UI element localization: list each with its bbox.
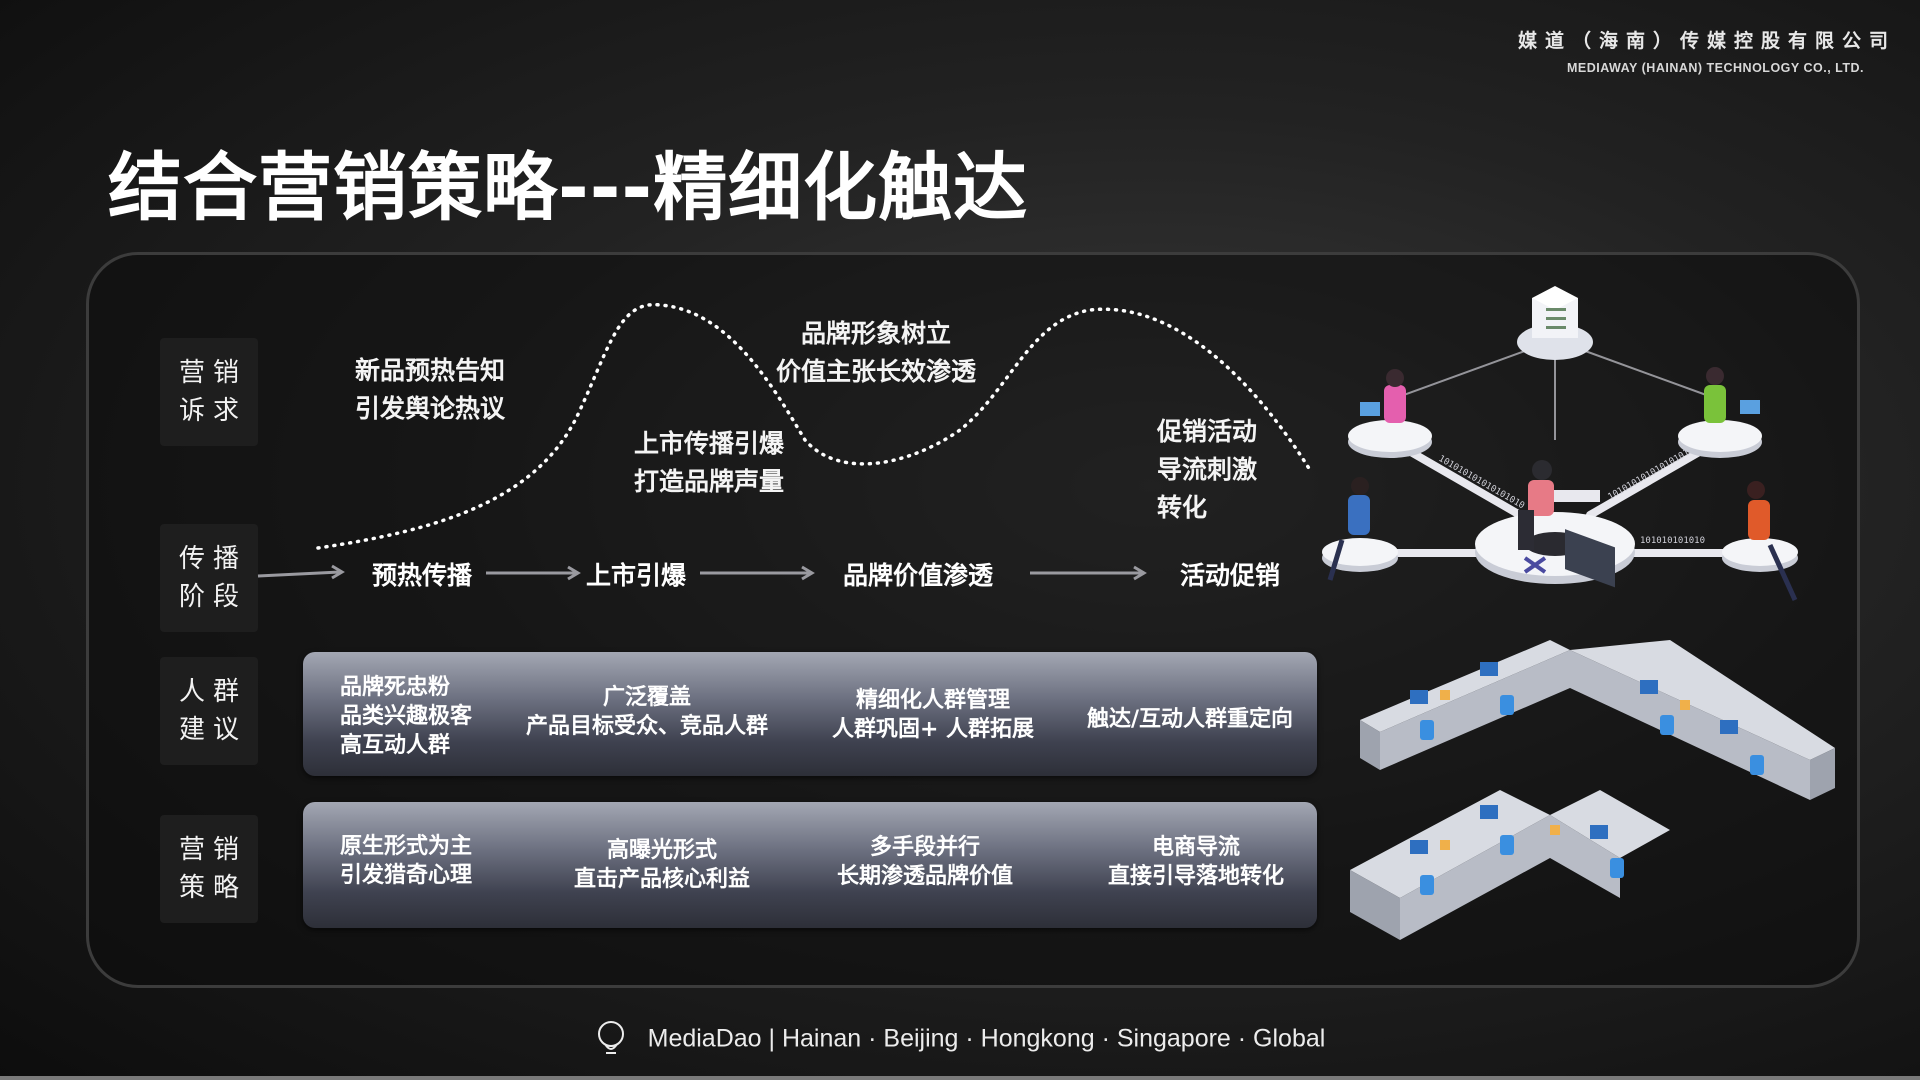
stage-brand-value: 品牌价值渗透 [843,561,994,590]
company-name-cn: 媒道（海南）传媒控股有限公司 [1517,30,1896,52]
monitor-icons [1410,662,1738,854]
strategy-cell-4: 电商导流 直接引导落地转化 [1107,835,1284,889]
curve-label-promo: 促销活动 导流刺激 转化 [1157,417,1258,522]
row-label-demand-text: 营销 诉求 [178,358,247,426]
curve-label-preheat: 新品预热告知 引发舆论热议 [355,356,506,423]
network-illustration: 101010101010101010 101010101010101010 10… [1322,286,1798,602]
page-title: 结合营销策略---精细化触达 [108,145,1029,231]
office-chair-icons [1420,695,1764,895]
binary-text-3: 101010101010 [1640,536,1705,546]
row-label-stage-text: 传播 阶段 [178,544,247,612]
central-workstation-icon [1475,460,1635,588]
user-pod-top-right [1678,367,1762,458]
row-label-demand: 营销 诉求 [160,338,258,446]
audience-cell-2: 广泛覆盖 产品目标受众、竞品人群 [525,685,768,739]
office-illustration [1350,640,1835,940]
strategy-cell-1: 原生形式为主 引发猎奇心理 [340,834,473,888]
flow-arrow-1 [257,570,341,578]
row-label-strategy-text: 营销 策略 [178,835,247,903]
audience-cell-3: 精细化人群管理 人群巩固+ 人群拓展 [831,688,1035,742]
stage-promotion: 活动促销 [1180,561,1281,590]
user-pod-top-left [1348,369,1432,458]
footer: MediaDao | Hainan · Beijing · Hongkong ·… [0,1020,1920,1058]
stage-launch: 上市引爆 [586,561,687,590]
curve-label-brand: 品牌形象树立 价值主张长效渗透 [776,319,977,386]
binary-text-2: 101010101010101010 [1607,445,1696,502]
footer-text: MediaDao | Hainan · Beijing · Hongkong ·… [647,1024,1326,1053]
strategy-cell-2: 高曝光形式 直击产品核心利益 [573,838,750,892]
binary-text-1: 101010101010101010 [1437,454,1526,511]
arrowhead-2 [567,565,581,581]
company-name-en: MEDIAWAY (HAINAN) TECHNOLOGY CO., LTD. [1566,61,1864,75]
strategy-band [303,802,1317,928]
arrowhead-1 [331,564,345,580]
strategy-cell-3: 多手段并行 长期渗透品牌价值 [836,835,1013,889]
row-label-audience-text: 人群 建议 [178,677,247,745]
stage-preheat: 预热传播 [372,561,473,590]
folder-icons [1440,690,1690,850]
user-pod-bottom-left [1322,477,1398,581]
row-label-audience: 人群 建议 [160,657,258,765]
trend-curve [316,302,1312,550]
bottom-divider [0,1076,1920,1080]
server-icon [1517,286,1593,360]
audience-band [303,652,1317,776]
user-pod-bottom-right [1722,481,1798,602]
cubicle-row-top [1360,640,1835,800]
row-label-stage: 传播 阶段 [160,524,258,632]
arrowhead-3 [801,565,815,581]
row-label-strategy: 营销 策略 [160,815,258,923]
curve-label-launch: 上市传播引爆 打造品牌声量 [634,429,785,496]
arrowhead-4 [1133,565,1147,581]
audience-cell-4: 触达/互动人群重定向 [1086,707,1294,732]
audience-cell-1: 品牌死忠粉 品类兴趣极客 高互动人群 [340,675,473,758]
lightbulb-icon [597,1021,624,1054]
